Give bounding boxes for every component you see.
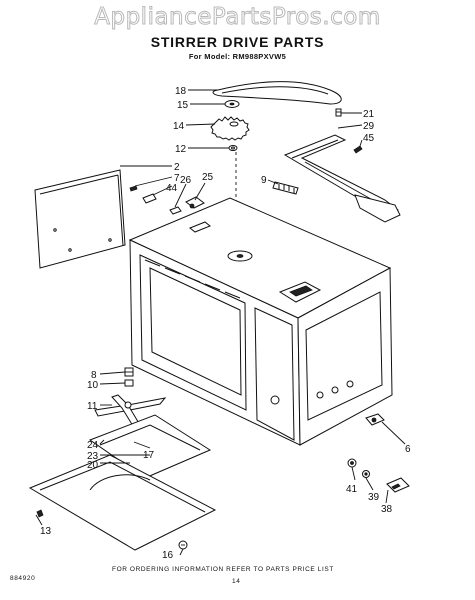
callout-15: 15 [177,100,189,111]
callout-45: 45 [363,133,375,144]
callout-11: 11 [87,401,98,412]
shaft-10 [124,379,134,387]
mounting-bracket [283,134,401,223]
screw-7 [129,185,138,192]
stud-26 [169,206,182,215]
bearing-8 [124,367,134,377]
screw-13 [36,509,44,518]
callout-25: 25 [202,172,214,183]
callout-18: 18 [175,86,187,97]
callout-23: 23 [87,451,99,462]
screw-45 [353,145,363,154]
screw-21 [335,108,342,117]
callout-41: 41 [346,484,358,495]
nut-41 [347,458,357,468]
leader-lines [35,89,406,556]
pulley-small [224,100,240,108]
screw-16 [178,540,188,550]
microwave-cabinet [128,197,393,446]
callout-7: 7 [174,173,180,184]
callout-26: 26 [180,175,192,186]
footer-page-number: 14 [232,578,241,585]
callout-9: 9 [261,175,267,186]
nut-39 [362,470,370,478]
footer-code: 884920 [10,575,36,582]
callout-39: 39 [368,492,380,503]
callout-10: 10 [87,380,99,391]
side-panel [34,169,126,269]
model-subtitle: For Model: RM988PXVW5 [188,52,287,61]
callout-2: 2 [174,162,180,173]
drive-belt [212,81,342,105]
callout-labels: 18 15 14 12 21 29 45 2 7 44 26 25 9 8 10… [40,86,411,561]
callout-17: 17 [143,450,155,461]
diagram-title: STIRRER DRIVE PARTS [150,34,325,50]
motor-25 [185,196,205,209]
stirrer-blade [94,394,167,427]
callout-16: 16 [162,550,174,561]
watermark: AppliancePartsPros.com [94,4,381,31]
fuse-38 [386,477,410,493]
bottom-plate [28,454,217,551]
callout-6: 6 [405,444,411,455]
callout-12: 12 [175,144,187,155]
footer-note: FOR ORDERING INFORMATION REFER TO PARTS … [112,566,334,573]
callout-21: 21 [363,109,375,120]
callout-29: 29 [363,121,375,132]
callout-24: 24 [87,440,99,451]
callout-14: 14 [173,121,185,132]
callout-38: 38 [381,504,393,515]
switch-6 [365,413,385,426]
callout-20: 20 [87,460,99,471]
clip-9 [272,181,299,195]
stirrer-gear [210,116,250,141]
callout-44: 44 [166,183,178,194]
callout-13: 13 [40,526,52,537]
callout-8: 8 [91,370,97,381]
clip-44 [142,193,157,204]
